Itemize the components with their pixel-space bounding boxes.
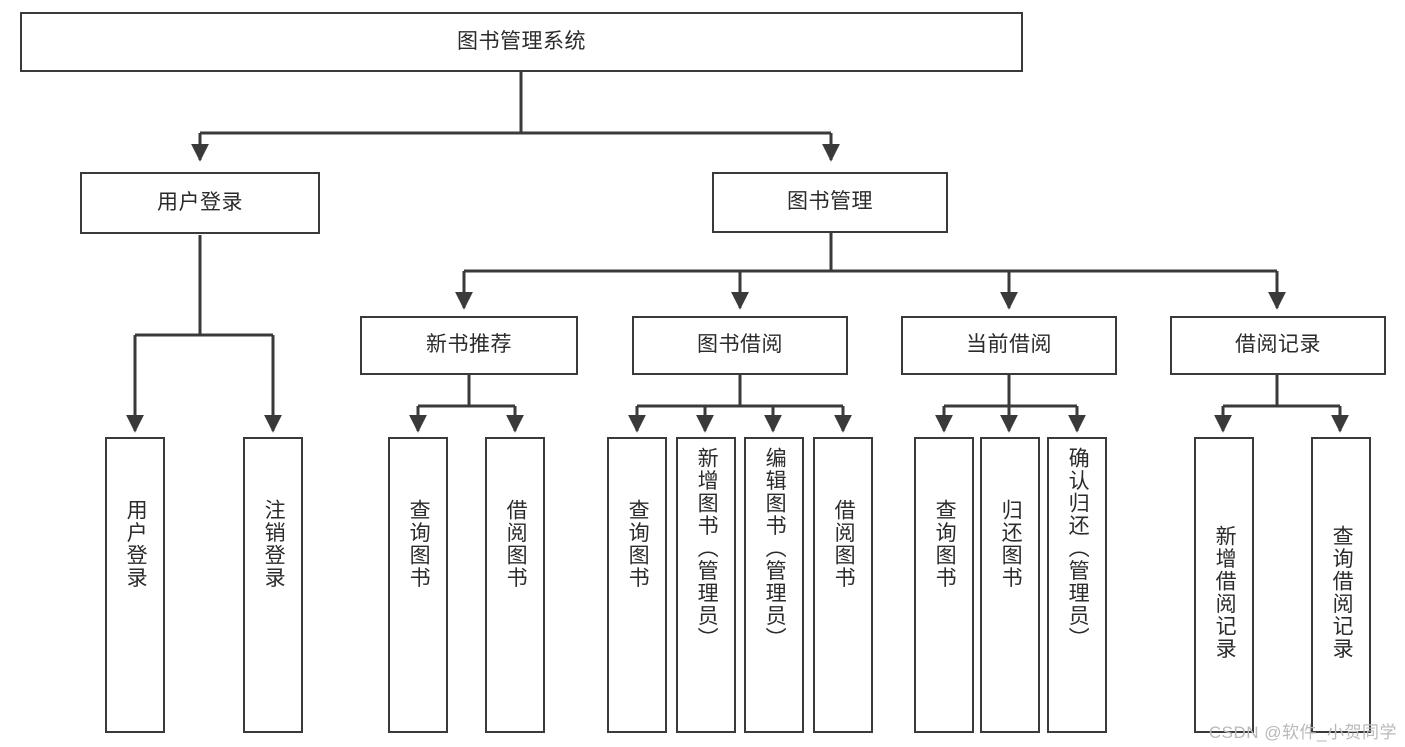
leaf-user-login[interactable]: 用户登录 [105,437,165,733]
leaf-user-login-label: 用户登录 [124,499,148,589]
leaf-query-borrow-record-label: 查询借阅记录 [1330,525,1354,660]
node-book-manage[interactable]: 图书管理 [712,172,948,233]
leaf-add-book-admin-label: 新增图书（管理员） [695,447,719,650]
leaf-query-book-2[interactable]: 查询图书 [607,437,667,733]
node-current-borrow[interactable]: 当前借阅 [901,316,1117,375]
leaf-return-book-label: 归还图书 [999,499,1023,589]
leaf-edit-book-admin-label: 编辑图书（管理员） [763,447,787,650]
leaf-add-borrow-record-label: 新增借阅记录 [1213,525,1237,660]
leaf-return-book[interactable]: 归还图书 [980,437,1040,733]
node-user-login-label: 用户登录 [157,190,243,214]
node-borrow-record[interactable]: 借阅记录 [1170,316,1386,375]
leaf-add-book-admin[interactable]: 新增图书（管理员） [676,437,736,733]
node-user-login[interactable]: 用户登录 [80,172,320,234]
leaf-borrow-book-2-label: 借阅图书 [832,499,856,589]
csdn-watermark: CSDN @软件_小贺同学 [1208,723,1397,742]
leaf-add-borrow-record[interactable]: 新增借阅记录 [1194,437,1254,733]
leaf-confirm-return-admin[interactable]: 确认归还（管理员） [1047,437,1107,733]
leaf-borrow-book-1-label: 借阅图书 [504,499,528,589]
node-current-borrow-label: 当前借阅 [966,333,1052,357]
leaf-query-book-2-label: 查询图书 [626,499,650,589]
leaf-confirm-return-admin-label: 确认归还（管理员） [1066,447,1090,650]
node-root-label: 图书管理系统 [457,29,586,53]
leaf-query-book-3-label: 查询图书 [933,499,957,589]
node-book-borrow-label: 图书借阅 [697,333,783,357]
node-borrow-record-label: 借阅记录 [1235,333,1321,357]
node-new-book-recommend-label: 新书推荐 [426,333,512,357]
leaf-borrow-book-2[interactable]: 借阅图书 [813,437,873,733]
leaf-query-book-1[interactable]: 查询图书 [388,437,448,733]
leaf-query-book-1-label: 查询图书 [407,499,431,589]
node-book-borrow[interactable]: 图书借阅 [632,316,848,375]
node-new-book-recommend[interactable]: 新书推荐 [360,316,578,375]
leaf-logout[interactable]: 注销登录 [243,437,303,733]
leaf-edit-book-admin[interactable]: 编辑图书（管理员） [744,437,804,733]
leaf-logout-label: 注销登录 [262,499,286,589]
node-book-manage-label: 图书管理 [787,190,873,214]
leaf-borrow-book-1[interactable]: 借阅图书 [485,437,545,733]
node-root[interactable]: 图书管理系统 [20,12,1023,72]
leaf-query-book-3[interactable]: 查询图书 [914,437,974,733]
leaf-query-borrow-record[interactable]: 查询借阅记录 [1311,437,1371,733]
